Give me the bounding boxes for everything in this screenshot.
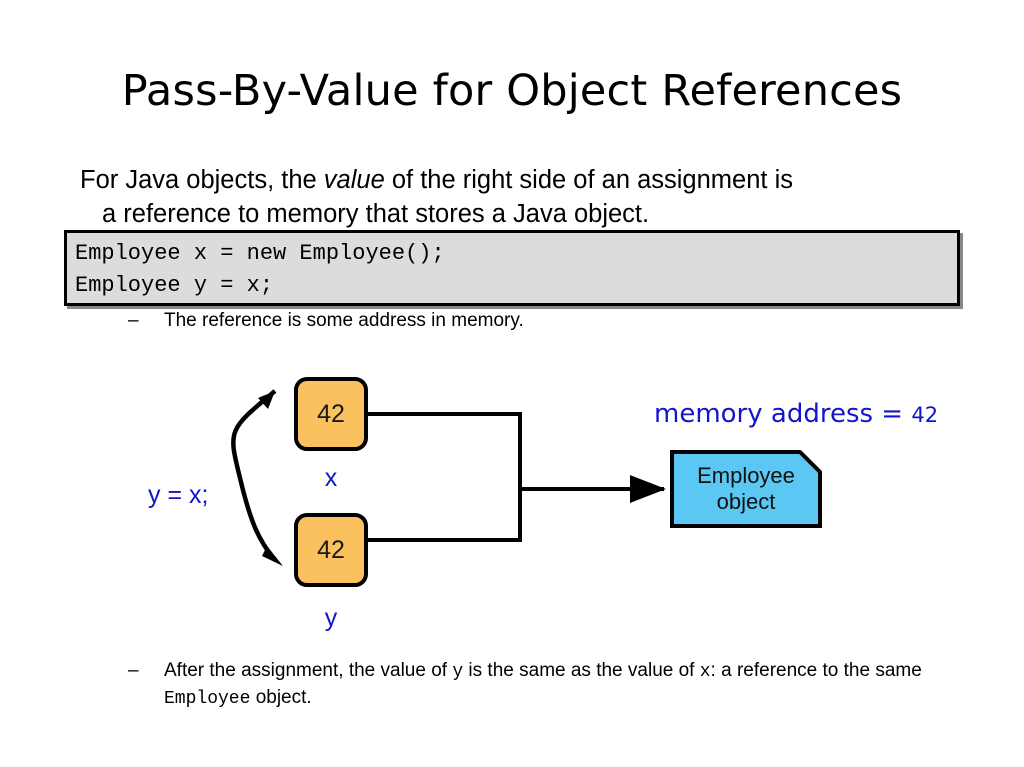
code-block: Employee x = new Employee(); Employee y … — [64, 230, 960, 306]
value-box-x: 42 — [294, 377, 368, 451]
after-assignment-mono1: y — [452, 662, 464, 682]
employee-object-label: Employee object — [670, 450, 822, 528]
assignment-curve-path — [231, 389, 277, 562]
value-box-x-value: 42 — [317, 399, 345, 428]
code-line-1: Employee x = new Employee(); — [75, 241, 445, 266]
code-line-2: Employee y = x; — [75, 273, 274, 298]
bullet-after-assignment-text: After the assignment, the value of y is … — [128, 658, 928, 712]
assignment-annotation: y = x; — [148, 481, 209, 509]
assignment-curve-arrowhead-top — [258, 391, 275, 409]
employee-object-shape — [670, 450, 822, 528]
intro-paragraph: For Java objects, the value of the right… — [80, 163, 960, 231]
after-assignment-part2: is the same as the value of — [463, 660, 700, 681]
page-title: Pass-By-Value for Object References — [121, 66, 903, 116]
assignment-curve-arrowhead-bottom — [262, 546, 283, 566]
reference-bracket-path — [368, 412, 522, 542]
value-box-y-value: 42 — [317, 535, 345, 564]
memory-address-annotation: memory address = 42 — [654, 399, 938, 429]
variable-label-y: y — [324, 604, 338, 632]
employee-object-line-1: Employee — [697, 463, 795, 488]
bullet-dash-icon: – — [128, 310, 139, 331]
bullet-dash-icon: – — [128, 660, 139, 681]
after-assignment-part3: : a reference to the same — [710, 660, 922, 681]
after-assignment-part4: object. — [250, 687, 312, 708]
value-box-y: 42 — [294, 513, 368, 587]
after-assignment-part1: After the assignment, the value of — [164, 660, 453, 681]
intro-line2: a reference to memory that stores a Java… — [102, 200, 650, 228]
intro-line1-pre: For Java objects, the — [80, 166, 324, 194]
employee-object-box: Employee object — [670, 450, 822, 528]
after-assignment-mono3: Employee — [164, 689, 251, 709]
memory-address-label-text: memory address = — [654, 399, 912, 429]
employee-object-line-2: object — [716, 489, 776, 514]
intro-line1-post: of the right side of an assignment is — [384, 166, 793, 194]
bullet-reference-is-address-text: The reference is some address in memory. — [164, 310, 524, 331]
bullet-after-assignment: – After the assignment, the value of y i… — [128, 658, 928, 712]
bullet-reference-is-address: – The reference is some address in memor… — [128, 308, 728, 334]
intro-line1-emphasis: value — [323, 166, 385, 194]
memory-address-value: 42 — [911, 403, 939, 427]
variable-label-x: x — [324, 464, 338, 492]
after-assignment-mono2: x — [699, 662, 711, 682]
